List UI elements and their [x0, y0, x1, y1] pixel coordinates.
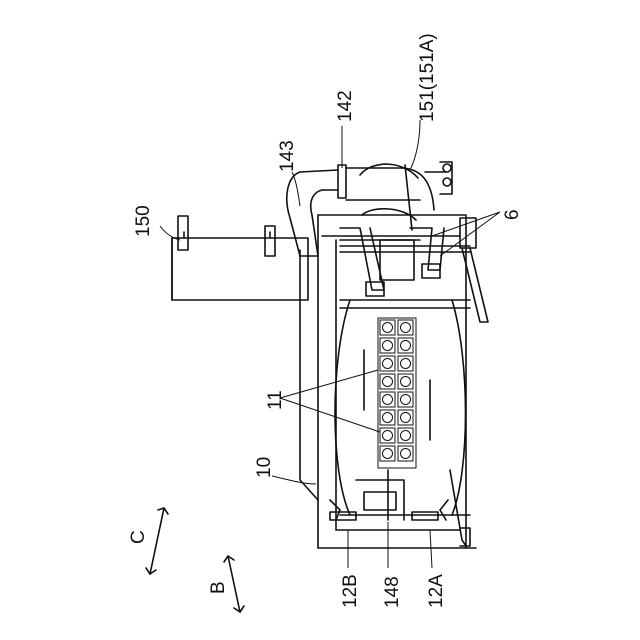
fan-grid-11	[378, 318, 416, 468]
label-148: 148	[382, 576, 403, 608]
label-12a: 12A	[426, 574, 447, 608]
label-11: 11	[265, 390, 286, 410]
label-b: B	[208, 581, 229, 594]
label-143: 143	[277, 140, 298, 172]
label-142: 142	[335, 90, 356, 122]
duct-150	[172, 216, 308, 300]
label-151: 151(151A)	[417, 33, 438, 122]
pipes-6	[340, 228, 444, 296]
pipe-143	[287, 165, 346, 256]
label-c: C	[128, 530, 149, 544]
arrow-c-icon	[146, 508, 168, 574]
blower-housing-151	[346, 162, 452, 230]
label-6: 6	[502, 209, 523, 220]
label-150: 150	[133, 205, 154, 237]
side-rails	[450, 218, 488, 546]
part-148	[356, 470, 404, 520]
label-10: 10	[254, 457, 275, 478]
label-12b: 12B	[340, 574, 361, 608]
